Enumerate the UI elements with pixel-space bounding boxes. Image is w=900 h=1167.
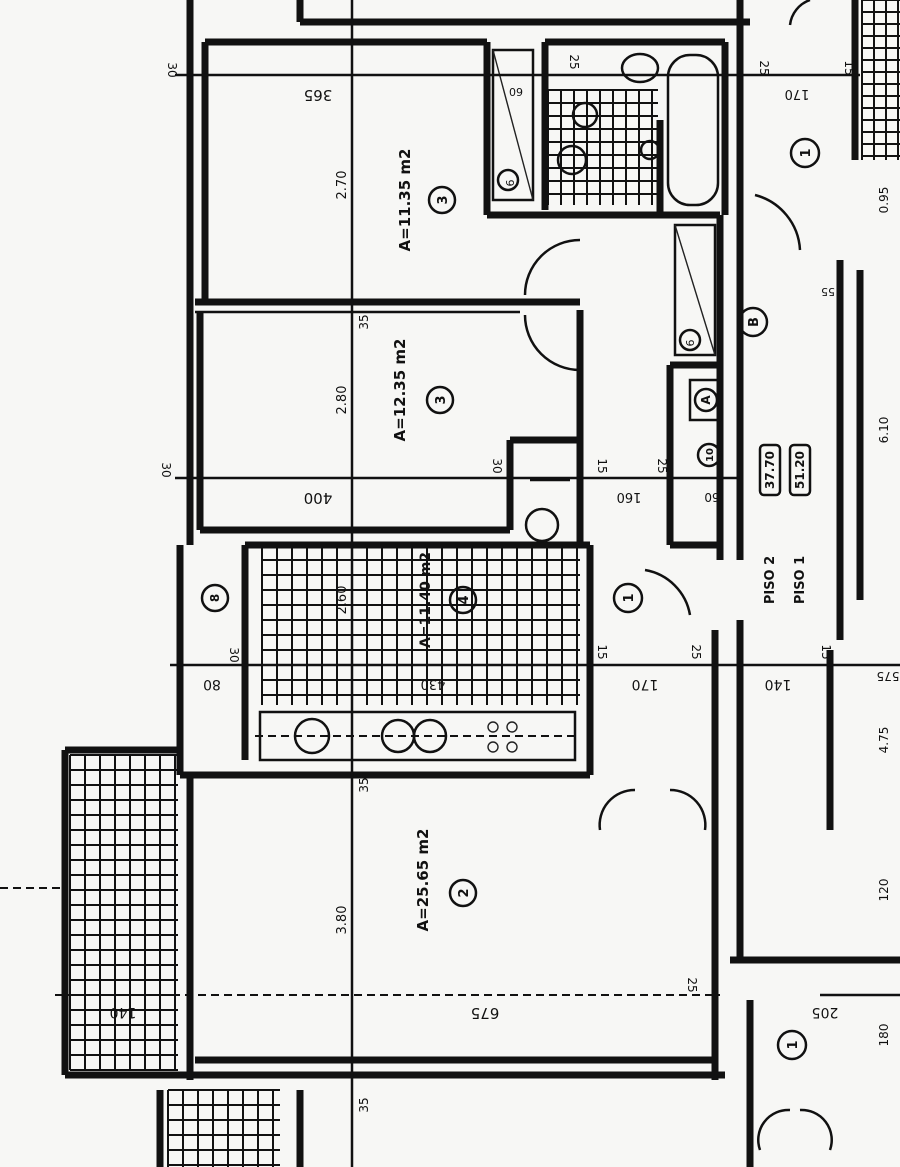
marker-10: 10: [705, 448, 716, 462]
room-b-height: 2.80: [335, 386, 350, 415]
doors: [523, 0, 833, 1151]
room-labels: A=11.35 m2 3 2.70 A=12.35 m2 3 2.80 A=11…: [335, 149, 478, 935]
walls: [61, 0, 900, 1167]
kitchen-height: 2.60: [335, 586, 350, 615]
dim-15b: 15: [595, 458, 609, 473]
dim-180: 180: [877, 1024, 891, 1047]
dim-140b: 140: [110, 1004, 137, 1020]
room-a-height: 2.70: [335, 171, 350, 200]
marker-8: 8: [208, 594, 222, 602]
dim-365: 365: [304, 86, 333, 104]
dim-30d: 30: [227, 647, 241, 662]
piso1-value: 51.20: [793, 451, 807, 489]
marker-1-bottom: 1: [786, 1040, 801, 1049]
floor-levels: 37.70 51.20 PISO 2 PISO 1: [758, 443, 812, 604]
lower-balcony-tile-grid: [167, 1089, 280, 1167]
marker-a: A: [699, 395, 713, 405]
dim-25e: 25: [685, 977, 699, 992]
dim-35a: 35: [357, 314, 371, 329]
marker-6-hall: 6: [684, 340, 697, 347]
dim-120: 120: [877, 879, 891, 902]
hall-markers: 1 B A 10 1 8 1 6 6: [200, 137, 821, 1061]
dim-675: 675: [471, 1004, 500, 1022]
dim-25a: 25: [567, 54, 581, 69]
dim-30b: 30: [159, 462, 173, 477]
bathroom-fixtures: [491, 48, 720, 357]
dim-15d: 15: [819, 644, 833, 659]
piso2-value: 37.70: [763, 451, 777, 489]
living-area: A=25.65 m2: [414, 829, 432, 932]
marker-6-top: 6: [504, 180, 517, 187]
dim-15c: 15: [595, 644, 609, 659]
dim-160-top: 170: [785, 86, 810, 101]
dim-30a: 30: [165, 62, 179, 77]
dim-160: 160: [617, 489, 642, 504]
dim-25c: 25: [655, 458, 669, 473]
piso2-label: PISO 2: [763, 556, 778, 604]
living-number: 2: [457, 888, 472, 897]
piso1-label: PISO 1: [793, 556, 808, 604]
dim-575: 575: [877, 669, 900, 683]
room-a-area: A=11.35 m2: [396, 149, 414, 252]
dim-60b: 60: [509, 85, 523, 98]
living-height: 3.80: [335, 906, 350, 935]
dim-430: 430: [421, 676, 446, 691]
dim-80: 80: [203, 676, 221, 692]
bathroom-tile-grid: [547, 89, 658, 205]
dim-205: 205: [812, 1004, 839, 1020]
marker-1-mid: 1: [622, 593, 637, 602]
dim-30c: 30: [490, 458, 504, 473]
dim-55: 55: [821, 285, 835, 298]
dim-35c: 35: [357, 1097, 371, 1112]
marker-1-top: 1: [799, 148, 814, 157]
dim-60: 60: [704, 490, 719, 504]
room-b-number: 3: [434, 395, 449, 404]
kitchen-tile-grid: [261, 544, 580, 705]
right-stair-grid: [861, 0, 900, 160]
kitchen-area: A=11.40 m2: [418, 552, 434, 648]
balcony-tile-grid: [69, 754, 178, 1071]
dim-400: 400: [304, 489, 333, 507]
dim-095: 0.95: [877, 187, 891, 214]
kitchen-number: 4: [457, 595, 472, 604]
kitchen-counter: [255, 478, 580, 762]
room-b-area: A=12.35 m2: [391, 339, 409, 442]
marker-b: B: [747, 317, 762, 327]
dimension-numbers: 365 400 675 170 140 140 205 80 160 60 43…: [110, 54, 900, 1112]
room-a-number: 3: [436, 195, 451, 204]
dim-15a: 15: [842, 60, 856, 75]
dim-35b: 35: [357, 777, 371, 792]
dim-25b: 25: [757, 60, 771, 75]
dim-25d: 25: [689, 644, 703, 659]
dim-610: 6.10: [877, 417, 891, 444]
dim-170: 170: [632, 676, 659, 692]
dim-140a: 140: [765, 676, 792, 692]
dim-475: 4.75: [877, 727, 891, 754]
